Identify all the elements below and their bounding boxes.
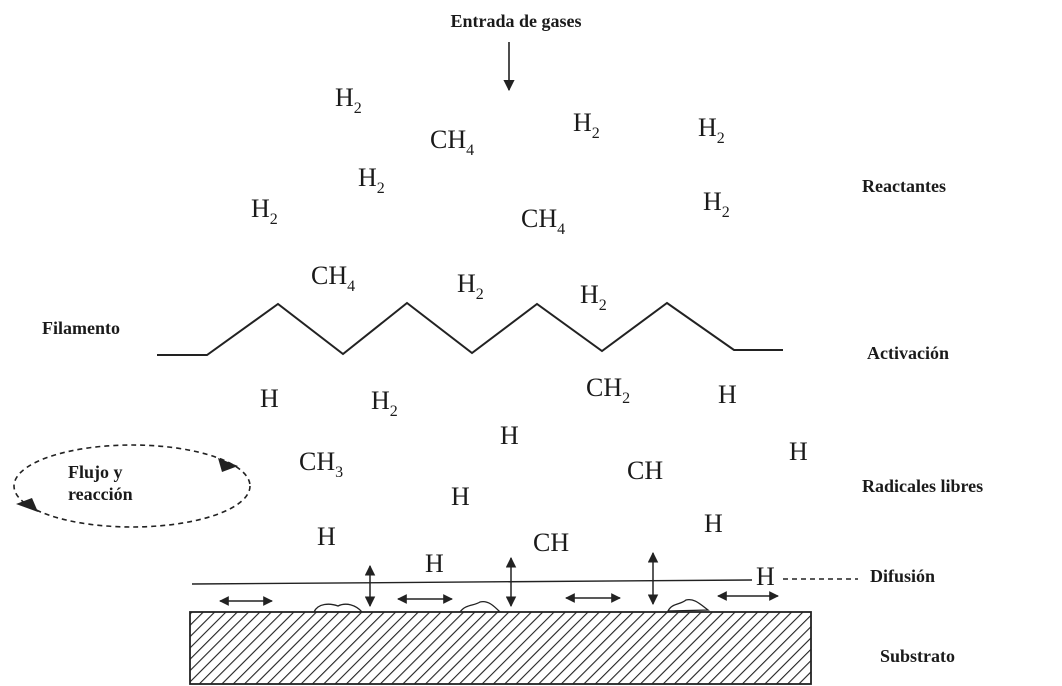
species-h2: H2 bbox=[573, 108, 600, 142]
flow-reaction-label: reacción bbox=[68, 484, 133, 504]
species-ch2: CH2 bbox=[586, 373, 630, 407]
species-h2: H2 bbox=[371, 386, 398, 420]
species-h: H bbox=[260, 384, 279, 413]
radical-species: H H2 CH2 H H H CH3 CH H H H CH H H bbox=[260, 373, 808, 591]
species-h: H bbox=[500, 421, 519, 450]
species-h2: H2 bbox=[698, 113, 725, 147]
reactant-species: H2 CH4 H2 H2 H2 H2 CH4 H2 CH4 H2 H2 bbox=[251, 83, 730, 314]
gas-inlet-label: Entrada de gases bbox=[450, 11, 581, 31]
species-h2: H2 bbox=[358, 163, 385, 197]
flow-reaction-label: Flujo y bbox=[68, 462, 123, 482]
species-h: H bbox=[704, 509, 723, 538]
diffusion-boundary bbox=[191, 579, 753, 585]
flow-reaction-loop bbox=[13, 444, 251, 528]
species-ch4: CH4 bbox=[521, 204, 565, 238]
species-h2: H2 bbox=[335, 83, 362, 117]
substrate-label: Substrato bbox=[880, 646, 955, 666]
species-h2: H2 bbox=[251, 194, 278, 228]
species-h: H bbox=[789, 437, 808, 466]
species-h2: H2 bbox=[580, 280, 607, 314]
filament-zigzag bbox=[157, 301, 783, 356]
species-h: H bbox=[425, 549, 444, 578]
species-ch: CH bbox=[533, 528, 569, 557]
species-h2: H2 bbox=[703, 187, 730, 221]
species-h2: H2 bbox=[457, 269, 484, 303]
species-ch4: CH4 bbox=[311, 261, 355, 295]
species-h: H bbox=[718, 380, 737, 409]
loop-arrowhead-icon bbox=[218, 458, 238, 472]
activation-label: Activación bbox=[867, 343, 949, 363]
reactants-label: Reactantes bbox=[862, 176, 946, 196]
deposit-nucleus bbox=[458, 600, 502, 613]
species-h: H bbox=[756, 562, 775, 591]
species-h: H bbox=[451, 482, 470, 511]
species-ch4: CH4 bbox=[430, 125, 474, 159]
deposit-nucleus bbox=[312, 603, 364, 613]
free-radicals-label: Radicales libres bbox=[862, 476, 983, 496]
substrate-block bbox=[189, 611, 812, 685]
filament-label: Filamento bbox=[42, 318, 120, 338]
deposit-nucleus bbox=[666, 598, 710, 612]
loop-arrowhead-icon bbox=[16, 498, 38, 512]
species-ch: CH bbox=[627, 456, 663, 485]
diffusion-label: Difusión bbox=[870, 566, 935, 586]
species-h: H bbox=[317, 522, 336, 551]
species-ch3: CH3 bbox=[299, 447, 343, 481]
